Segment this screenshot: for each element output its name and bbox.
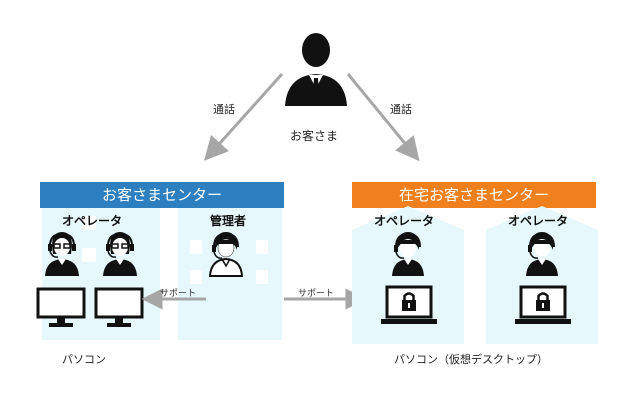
remote-operator-label-1: オペレータ	[374, 214, 435, 228]
laptop-lock-icon	[515, 285, 571, 324]
call-label-right: 通話	[390, 103, 412, 116]
center-banner: お客さまセンター	[40, 182, 284, 208]
desktop-monitor-icon	[94, 287, 144, 327]
desktop-monitor-icon	[36, 287, 86, 327]
laptop-lock-icon	[381, 285, 437, 324]
center-manager-label: 管理者	[210, 214, 247, 228]
operator-headset-icon	[103, 232, 137, 276]
building-window	[82, 216, 96, 230]
remote-device-label: パソコン（仮想デスクトップ）	[394, 353, 548, 366]
building-window	[256, 270, 268, 284]
manager-headset-icon	[208, 232, 244, 277]
building-window	[82, 248, 96, 262]
remote-support-label: サポート	[298, 289, 335, 299]
operator-headset-icon	[45, 232, 79, 276]
remote-operator-headset-icon	[392, 232, 424, 276]
remote-banner: 在宅お客さまセンター	[352, 182, 596, 208]
building-window	[190, 270, 202, 284]
remote-operator-label-2: オペレータ	[508, 214, 569, 228]
center-operators-label: オペレータ	[62, 214, 123, 228]
center-device-label: パソコン	[62, 353, 106, 366]
call-label-left: 通話	[213, 103, 235, 116]
customer-label: お客さま	[290, 129, 339, 143]
building-window	[256, 240, 268, 254]
building-window	[190, 240, 202, 254]
customer-person-icon	[285, 33, 347, 106]
center-support-label: サポート	[160, 289, 197, 299]
remote-operator-headset-icon	[526, 232, 558, 276]
